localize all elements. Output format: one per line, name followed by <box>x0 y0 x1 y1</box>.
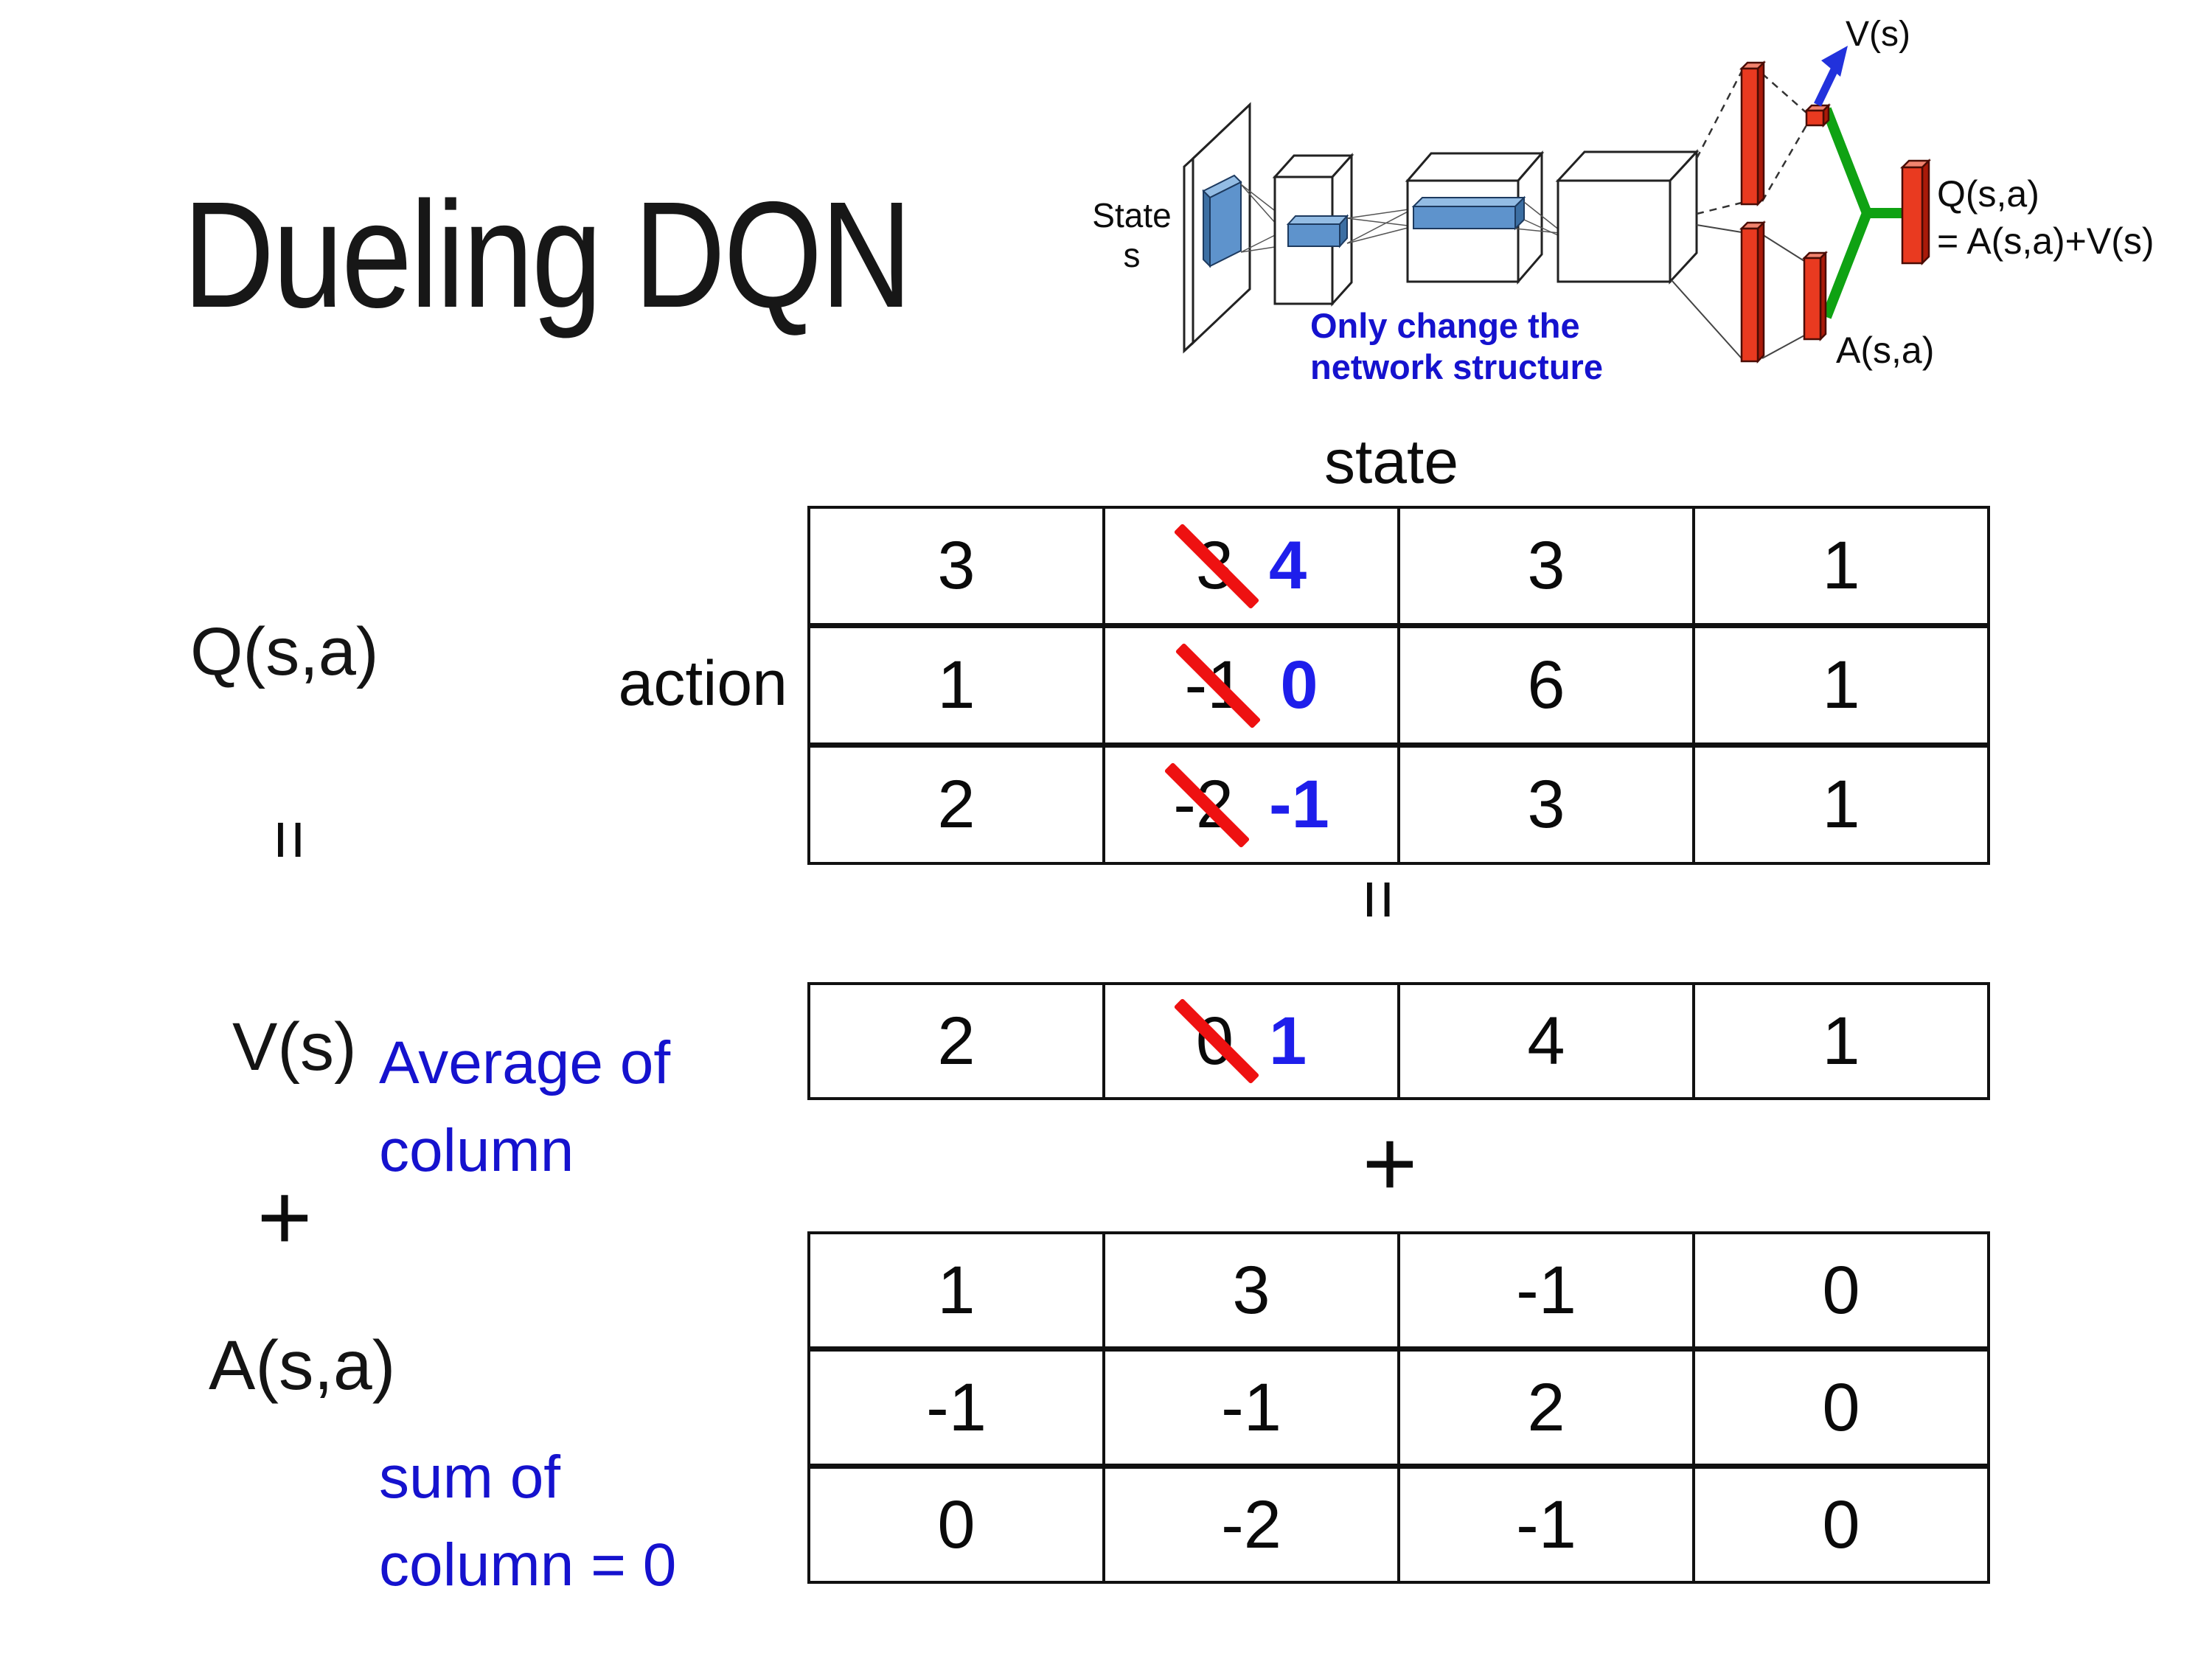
red-strikethrough <box>1175 642 1262 728</box>
table-cell: 0 <box>807 1464 1105 1584</box>
red-strikethrough <box>1164 762 1251 848</box>
state-axis-label: state <box>1324 427 1459 496</box>
table-cell: 1 <box>1692 623 1990 747</box>
table-cell: -1 <box>1397 1231 1695 1351</box>
table-cell: -1 <box>807 1346 1105 1468</box>
dashed-connections <box>1695 71 1808 215</box>
table-cell: 1 <box>807 623 1105 747</box>
table-cell: 0 <box>1692 1346 1990 1468</box>
conv-connection-lines-3 <box>1514 201 1560 237</box>
sum-of-column-line2: column = 0 <box>379 1531 677 1599</box>
corrected-value: 1 <box>1269 1003 1307 1079</box>
conv1-feature-slab <box>1286 214 1349 248</box>
plus-sign-center: + <box>1362 1111 1418 1217</box>
conv2-feature-slab <box>1411 195 1526 231</box>
crossed-out-value: 0 <box>1174 998 1260 1085</box>
crossed-out-value: -2 <box>1164 762 1251 848</box>
red-strikethrough <box>1174 523 1260 609</box>
table-row: 33431 <box>807 506 1990 627</box>
table-row: 2-2-131 <box>807 742 1990 865</box>
fc-layer-bottom-bar <box>1739 220 1767 364</box>
table-cell: 01 <box>1102 982 1400 1100</box>
table-cell: -10 <box>1102 623 1400 747</box>
diagram-state-sublabel: s <box>1124 236 1141 274</box>
table-cell: -2 <box>1102 1464 1400 1584</box>
table-cell: 0 <box>1692 1464 1990 1584</box>
table-cell: 1 <box>1692 982 1990 1100</box>
table-cell: 1 <box>1692 506 1990 627</box>
v-output-arrow <box>1814 46 1848 107</box>
plus-sign-left: + <box>257 1165 313 1270</box>
table-cell: 1 <box>1692 742 1990 865</box>
diagram-q-output-formula: = A(s,a)+V(s) <box>1937 220 2154 262</box>
table-cell: 2 <box>807 742 1105 865</box>
diagram-note-line1: Only change the <box>1310 306 1580 345</box>
table-cell: 3 <box>1397 506 1695 627</box>
table-cell: 3 <box>1102 1231 1400 1351</box>
advantage-bar <box>1801 250 1829 342</box>
table-cell: 1 <box>807 1231 1105 1351</box>
page-title: Dueling DQN <box>183 170 912 339</box>
value-node <box>1804 102 1832 128</box>
q-matrix-label: Q(s,a) <box>190 614 379 689</box>
table-cell: 3 <box>1397 742 1695 865</box>
diagram-a-output-label: A(s,a) <box>1836 330 1934 371</box>
diagram-q-output-label: Q(s,a) <box>1937 173 2039 215</box>
a-matrix-label: A(s,a) <box>209 1326 396 1405</box>
fc-layer-top-bar <box>1739 60 1767 207</box>
conv-layer-3 <box>1555 149 1700 285</box>
table-cell: -1 <box>1397 1464 1695 1584</box>
sum-of-column-note: sum of column = 0 <box>379 1433 676 1609</box>
equals-sign-left: = <box>251 819 329 860</box>
table-cell: 6 <box>1397 623 1695 747</box>
table-row: 20141 <box>807 982 1990 1100</box>
diagram-state-label: State <box>1092 196 1171 234</box>
red-strikethrough <box>1174 998 1260 1085</box>
green-merge-connector <box>1821 107 1906 319</box>
corrected-value: 4 <box>1269 528 1307 603</box>
sum-of-column-line1: sum of <box>379 1444 561 1511</box>
crossed-out-value: -1 <box>1175 642 1262 728</box>
table-cell: 4 <box>1397 982 1695 1100</box>
dueling-network-diagram: State s <box>1092 15 2154 386</box>
table-cell: 34 <box>1102 506 1400 627</box>
q-output-bar <box>1899 158 1932 266</box>
average-of-column-line2: column <box>379 1117 574 1184</box>
average-of-column-note: Average of column <box>379 1019 670 1194</box>
table-cell: 3 <box>807 506 1105 627</box>
corrected-value: 0 <box>1280 647 1318 723</box>
table-cell: -1 <box>1102 1346 1400 1468</box>
conv-connection-lines-2 <box>1346 208 1414 244</box>
table-cell: -2-1 <box>1102 742 1400 865</box>
v-value-table: 20141 <box>807 982 1990 1100</box>
input-feature-patch <box>1202 174 1242 268</box>
diagram-note-line2: network structure <box>1310 347 1603 386</box>
solid-connections <box>1671 224 1805 359</box>
table-cell: 0 <box>1692 1231 1990 1351</box>
table-cell: 2 <box>1397 1346 1695 1468</box>
crossed-out-value: 3 <box>1174 523 1260 609</box>
v-matrix-label: V(s) <box>232 1009 357 1085</box>
table-cell: 2 <box>807 982 1105 1100</box>
diagram-v-output-label: V(s) <box>1846 15 1910 54</box>
average-of-column-line1: Average of <box>379 1029 671 1096</box>
action-axis-label: action <box>618 648 788 719</box>
corrected-value: -1 <box>1269 767 1329 842</box>
